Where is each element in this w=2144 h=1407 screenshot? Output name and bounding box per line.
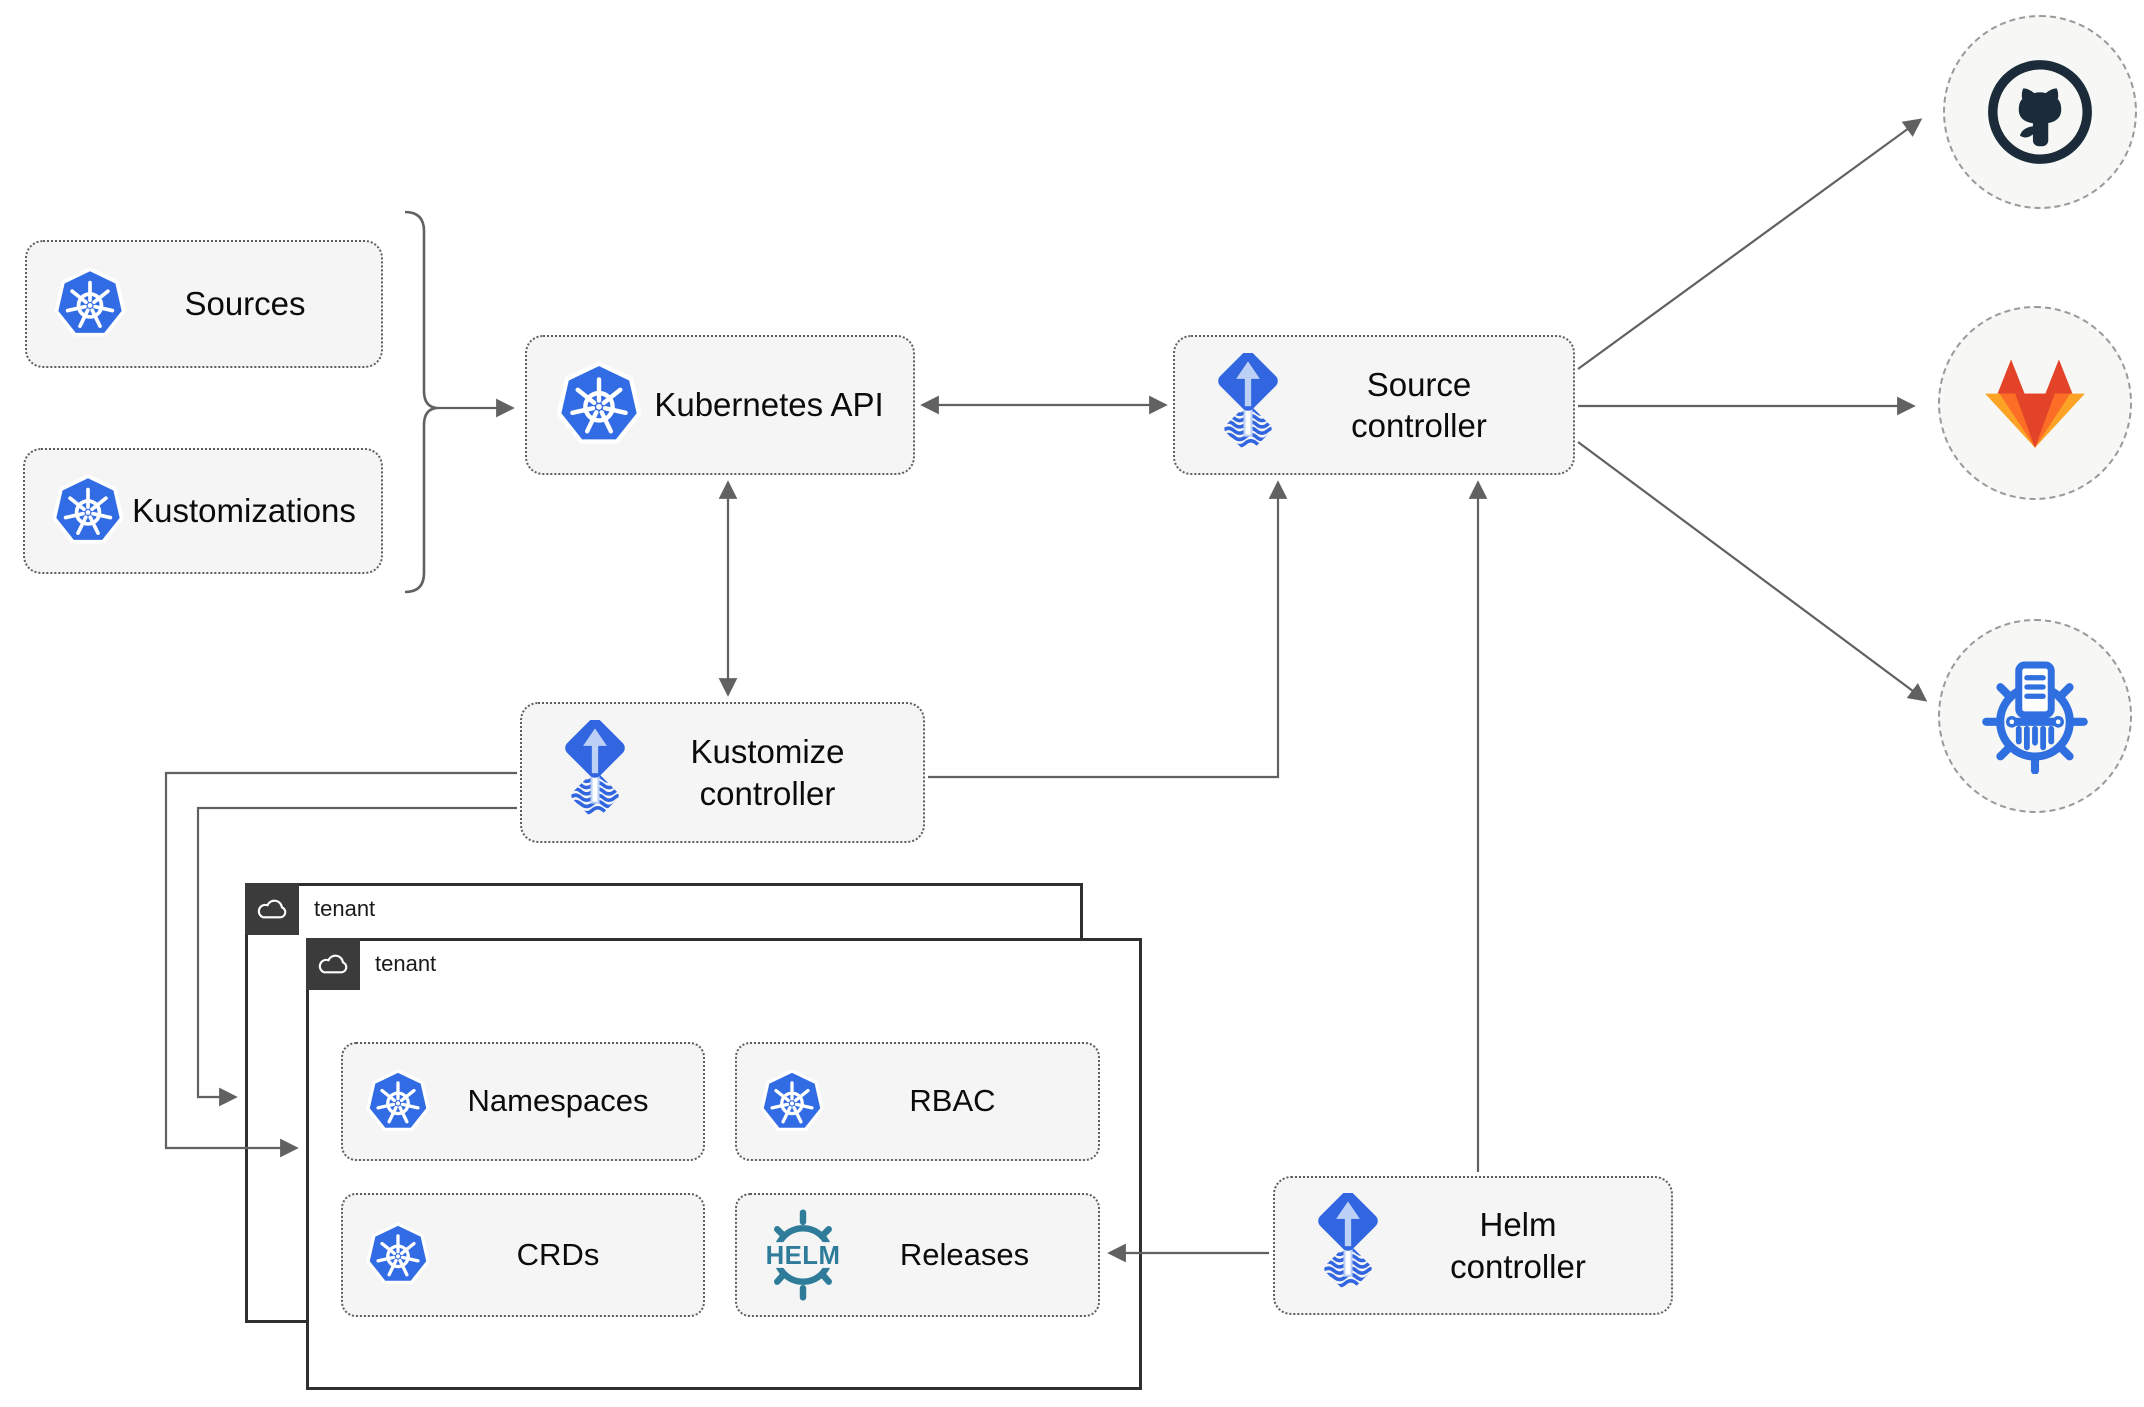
node-label: Source controller: [1351, 365, 1487, 444]
kubernetes-icon: [343, 1069, 431, 1135]
kubernetes-icon: [25, 474, 125, 548]
node-kustomizations: Kustomizations: [23, 448, 383, 574]
node-source-controller: Source controller: [1173, 335, 1575, 475]
node-label: Kubernetes API: [654, 386, 884, 424]
tenant-group-front: tenant: [306, 938, 1142, 1390]
node-releases: HELM Releases: [735, 1193, 1100, 1317]
tenant-label: tenant: [375, 951, 437, 976]
flux-icon: [1275, 1193, 1383, 1298]
node-helm-controller: Helm controller: [1273, 1176, 1673, 1315]
kubernetes-icon: [527, 361, 643, 449]
tenant-tab: [306, 938, 360, 990]
node-crds: CRDs: [341, 1193, 705, 1317]
node-label: Kustomize controller: [690, 733, 845, 812]
helm-logo-text: HELM: [766, 1242, 841, 1270]
endpoint-artifact-storage: [1938, 619, 2132, 813]
node-kustomize-controller: Kustomize controller: [520, 702, 925, 843]
node-kubernetes-api: Kubernetes API: [525, 335, 915, 475]
arrow-source-to-github: [1577, 118, 1923, 370]
node-label: CRDs: [516, 1236, 600, 1272]
kubernetes-icon: [737, 1069, 825, 1135]
node-label: Helm controller: [1450, 1206, 1586, 1285]
flux-icon: [1175, 353, 1283, 458]
gitlab-icon: [1983, 356, 2087, 450]
brace-sources-group: [404, 210, 438, 594]
cloud-icon: [254, 896, 290, 923]
helm-icon: HELM: [737, 1209, 849, 1301]
arrow-kustomize-to-source: [928, 480, 1288, 779]
node-label: Sources: [184, 285, 306, 323]
arrow-source-to-storage: [1577, 441, 1928, 702]
cloud-icon: [315, 951, 351, 978]
tenant-tab: [245, 883, 299, 935]
endpoint-gitlab: [1938, 306, 2132, 500]
kubernetes-icon: [343, 1222, 431, 1288]
node-sources: Sources: [25, 240, 383, 368]
shredder-wheel-icon: [1977, 658, 2093, 774]
node-label: RBAC: [909, 1083, 996, 1119]
node-rbac: RBAC: [735, 1042, 1100, 1161]
github-icon: [1981, 53, 2099, 171]
endpoint-github: [1943, 15, 2137, 209]
kubernetes-icon: [27, 267, 127, 341]
flux-icon: [522, 720, 630, 825]
node-label: Kustomizations: [132, 492, 356, 530]
node-label: Releases: [899, 1236, 1030, 1272]
node-namespaces: Namespaces: [341, 1042, 705, 1161]
node-label: Namespaces: [467, 1083, 649, 1119]
tenant-label: tenant: [314, 896, 376, 921]
